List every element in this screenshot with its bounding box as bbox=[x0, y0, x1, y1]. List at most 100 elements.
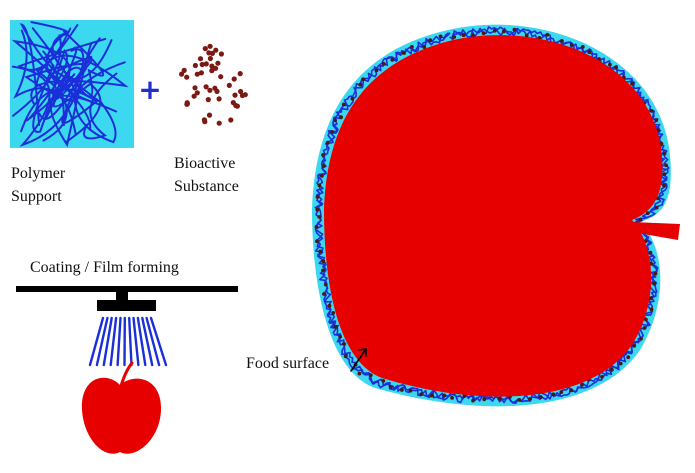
coating-particle bbox=[315, 207, 320, 212]
coating-particle bbox=[314, 225, 319, 229]
bioactive-particle bbox=[213, 47, 219, 53]
polymer-fiber bbox=[32, 64, 85, 133]
coating-particle bbox=[343, 354, 348, 359]
coating-particle bbox=[450, 396, 454, 400]
coating-particle bbox=[560, 39, 564, 43]
coating-particle bbox=[551, 392, 556, 397]
coating-particle bbox=[614, 65, 618, 70]
coating-particle bbox=[659, 141, 664, 146]
coating-particle bbox=[608, 62, 612, 67]
bioactive-particle bbox=[192, 85, 198, 91]
coating-particle bbox=[481, 31, 486, 36]
bioactive-particle bbox=[213, 65, 219, 71]
coating-particle bbox=[587, 50, 592, 54]
bioactive-particle bbox=[232, 92, 238, 98]
polymer-label-line2: Support bbox=[11, 188, 62, 205]
spray-line bbox=[145, 316, 161, 367]
coating-particle bbox=[323, 282, 328, 287]
bioactive-particle bbox=[198, 70, 204, 76]
coating-particle bbox=[492, 28, 497, 33]
coating-particle bbox=[600, 374, 604, 379]
bioactive-particle bbox=[218, 51, 224, 57]
coating-particle bbox=[315, 195, 320, 199]
coating-particle bbox=[358, 82, 363, 87]
arrow-up-right-icon bbox=[350, 348, 367, 372]
coating-particle bbox=[545, 32, 550, 37]
coating-particle bbox=[580, 45, 585, 49]
bioactive-particle bbox=[215, 60, 221, 66]
bioactive-particle bbox=[207, 43, 213, 49]
spray-line bbox=[109, 316, 118, 367]
bioactive-particle bbox=[192, 62, 198, 69]
coating-particle bbox=[662, 151, 667, 156]
bioactive-particle bbox=[218, 74, 224, 80]
coating-particle bbox=[374, 68, 379, 73]
spray-line bbox=[132, 316, 140, 367]
spray-nozzle-icon bbox=[16, 286, 238, 367]
coating-particle bbox=[317, 215, 322, 219]
bioactive-particle bbox=[184, 74, 190, 80]
spray-line bbox=[95, 316, 109, 367]
spray-line bbox=[141, 316, 154, 367]
polymer-fiber bbox=[38, 57, 93, 120]
coating-particle bbox=[321, 164, 326, 168]
coating-particle bbox=[649, 109, 654, 113]
coating-particle bbox=[327, 303, 332, 308]
bioactive-particle bbox=[216, 120, 222, 126]
coating-particle bbox=[610, 367, 614, 372]
coating-particle bbox=[639, 336, 643, 341]
polymer-fiber bbox=[13, 29, 77, 136]
coating-particle bbox=[569, 42, 574, 47]
bioactive-particle bbox=[207, 55, 213, 62]
bioactive-particle bbox=[197, 56, 204, 62]
coating-particle bbox=[419, 392, 423, 397]
bioactive-label-line2: Substance bbox=[174, 178, 239, 195]
coating-particle bbox=[559, 390, 564, 394]
coating-particle bbox=[381, 379, 386, 383]
food-surface-label: Food surface bbox=[246, 355, 329, 372]
coating-particle bbox=[618, 361, 623, 366]
polymer-fiber bbox=[20, 88, 99, 133]
bioactive-particle bbox=[231, 76, 237, 82]
coating-particle bbox=[338, 334, 342, 339]
coating-particle bbox=[341, 102, 346, 107]
bioactive-particle bbox=[209, 68, 215, 74]
coating-particle bbox=[461, 33, 466, 38]
coating-particle bbox=[528, 397, 532, 401]
apple-icon bbox=[81, 361, 162, 454]
coating-particle bbox=[321, 153, 325, 157]
bioactive-particle bbox=[216, 96, 222, 102]
coating-particle bbox=[361, 77, 365, 82]
bioactive-particle bbox=[206, 112, 213, 118]
plus-sign: + bbox=[138, 73, 161, 106]
bioactive-particle bbox=[234, 103, 240, 109]
bioactive-particle bbox=[191, 93, 197, 99]
polymer-fiber bbox=[12, 21, 70, 117]
bioactive-particle bbox=[237, 71, 243, 77]
coating-particle bbox=[315, 239, 319, 244]
coating-particle bbox=[400, 388, 404, 392]
bioactive-particle bbox=[194, 90, 200, 96]
coating-particle bbox=[333, 118, 337, 123]
bioactive-particle bbox=[226, 82, 232, 88]
coating-particle bbox=[339, 115, 343, 119]
coating-particle bbox=[648, 250, 653, 255]
coating-particle bbox=[664, 163, 668, 168]
coating-particle bbox=[517, 398, 522, 402]
coating-particle bbox=[654, 205, 659, 210]
coating-particle bbox=[410, 45, 414, 49]
coating-particle bbox=[322, 292, 326, 296]
bioactive-particle bbox=[205, 97, 211, 103]
polymer-fiber bbox=[49, 41, 118, 148]
coating-particle bbox=[626, 355, 631, 360]
polymer-fiber bbox=[30, 54, 129, 105]
coating-particle bbox=[350, 96, 355, 101]
spray-line bbox=[136, 316, 147, 367]
coating-particle bbox=[325, 140, 330, 145]
bioactive-particle bbox=[201, 117, 207, 123]
spray-line bbox=[116, 316, 122, 367]
bioactive-particle bbox=[203, 84, 209, 90]
coating-particle bbox=[342, 342, 346, 346]
coating-particle bbox=[317, 183, 322, 188]
